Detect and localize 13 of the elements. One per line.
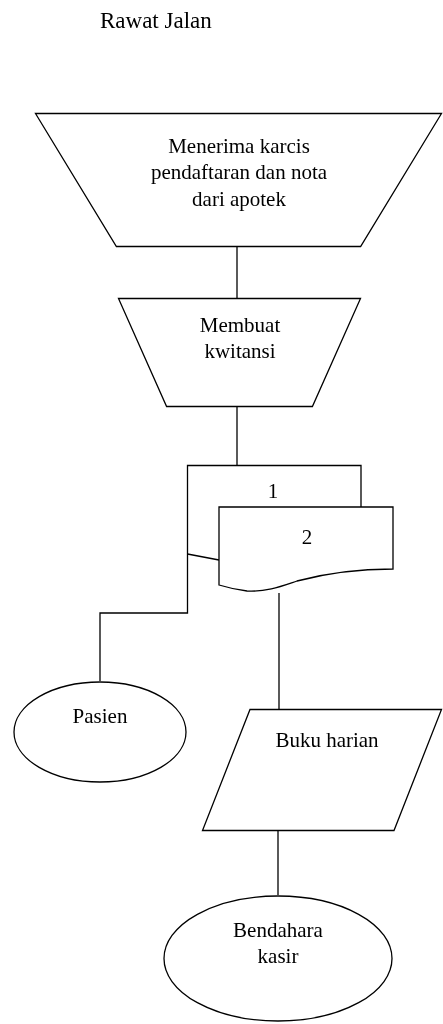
node-label: Buku harian (274, 727, 380, 754)
copy-number: 2 (300, 524, 314, 551)
connector-line (236, 246, 238, 299)
node-label: Bendahara kasir (232, 917, 324, 970)
node-label: Pasien (71, 703, 129, 730)
connector-line (236, 406, 238, 466)
copy-number: 1 (266, 478, 280, 505)
connector-line (278, 592, 280, 710)
diagram-title: Rawat Jalan (100, 8, 212, 34)
connector-line (99, 553, 189, 682)
node-label: Menerima karcis pendaftaran dan nota dari apotek (149, 133, 329, 212)
node-label: Membuat kwitansi (198, 312, 282, 365)
connector-line (277, 830, 279, 896)
